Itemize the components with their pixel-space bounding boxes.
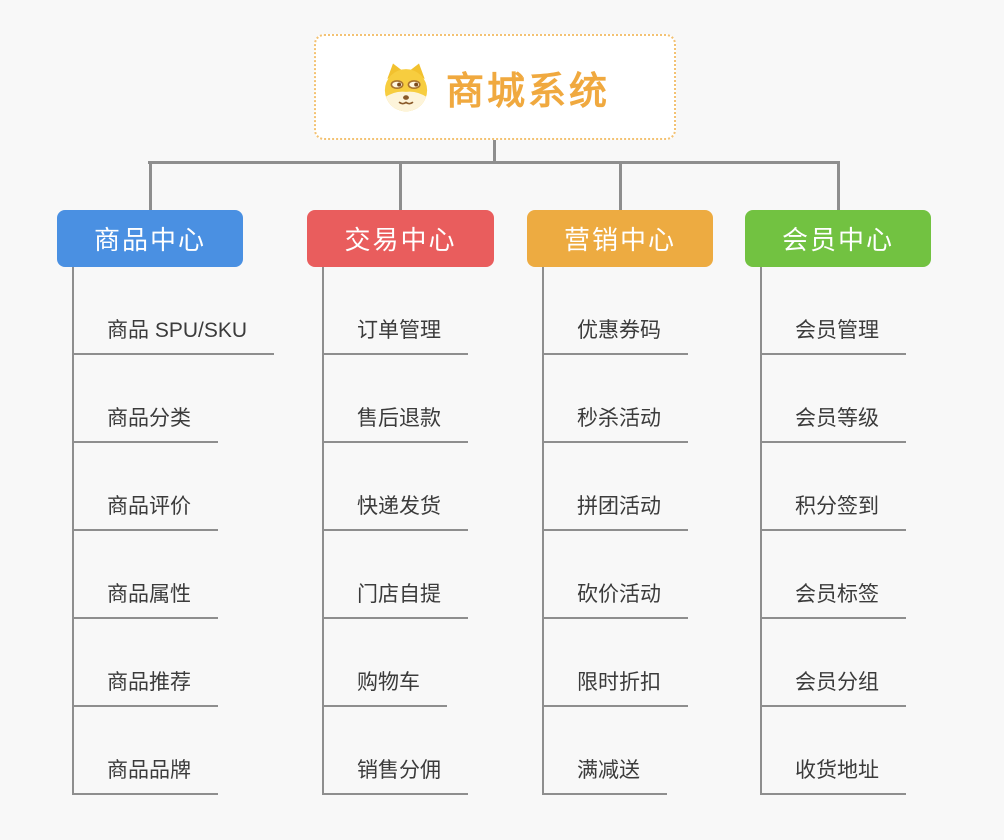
child-topic[interactable]: 购物车 [324, 619, 447, 707]
child-topic[interactable]: 拼团活动 [544, 443, 688, 531]
child-topic[interactable]: 订单管理 [324, 267, 468, 355]
branch-children: 会员管理会员等级积分签到会员标签会员分组收货地址 [760, 267, 906, 795]
child-topic[interactable]: 会员分组 [762, 619, 906, 707]
root-topic[interactable]: 商城系统 [314, 34, 676, 140]
child-topic[interactable]: 售后退款 [324, 355, 468, 443]
child-topic[interactable]: 会员管理 [762, 267, 906, 355]
child-topic[interactable]: 门店自提 [324, 531, 468, 619]
child-topic[interactable]: 商品品牌 [74, 707, 218, 795]
branch-connector-line [148, 161, 152, 210]
child-topic[interactable]: 砍价活动 [544, 531, 688, 619]
child-topic[interactable]: 优惠券码 [544, 267, 688, 355]
branch-topic[interactable]: 商品中心 [57, 210, 243, 267]
child-topic[interactable]: 商品评价 [74, 443, 218, 531]
root-connector-line [493, 139, 496, 164]
child-topic[interactable]: 积分签到 [762, 443, 906, 531]
child-topic[interactable]: 满减送 [544, 707, 667, 795]
branch-connector-line [836, 161, 840, 210]
child-topic[interactable]: 快递发货 [324, 443, 468, 531]
root-topic-label: 商城系统 [445, 70, 610, 113]
branch-topic[interactable]: 营销中心 [527, 210, 713, 267]
branch-connector-line [399, 161, 402, 210]
child-topic[interactable]: 商品推荐 [74, 619, 218, 707]
child-topic[interactable]: 会员等级 [762, 355, 906, 443]
branch-children: 优惠券码秒杀活动拼团活动砍价活动限时折扣满减送 [542, 267, 688, 795]
child-topic[interactable]: 商品分类 [74, 355, 218, 443]
child-topic[interactable]: 限时折扣 [544, 619, 688, 707]
child-topic[interactable]: 收货地址 [762, 707, 906, 795]
branch-topic[interactable]: 会员中心 [745, 210, 931, 267]
child-topic[interactable]: 商品属性 [74, 531, 218, 619]
child-topic[interactable]: 会员标签 [762, 531, 906, 619]
child-topic[interactable]: 商品 SPU/SKU [74, 267, 275, 355]
child-topic[interactable]: 秒杀活动 [544, 355, 688, 443]
doge-icon [384, 63, 428, 112]
branch-children: 订单管理售后退款快递发货门店自提购物车销售分佣 [322, 267, 468, 795]
trunk-connector-line [148, 161, 839, 164]
branch-topic[interactable]: 交易中心 [307, 210, 494, 267]
child-topic[interactable]: 销售分佣 [324, 707, 468, 795]
branch-connector-line [618, 161, 622, 210]
